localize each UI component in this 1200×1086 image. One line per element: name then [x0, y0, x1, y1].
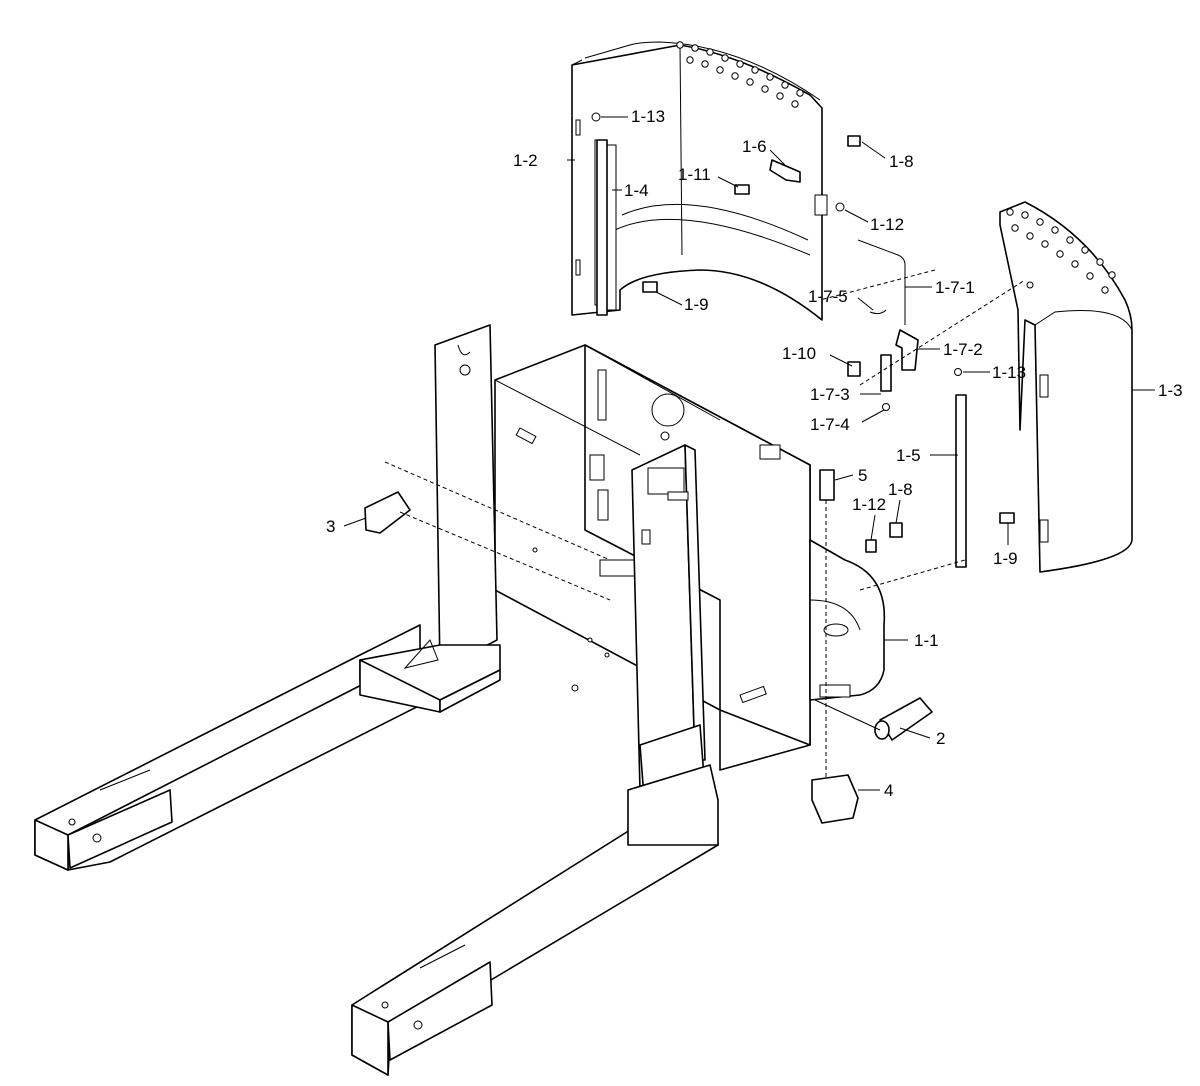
screw-1-8-lower [889, 522, 903, 538]
right-side-cover [999, 201, 1133, 573]
rod-1-7-1 [857, 239, 906, 325]
washer-1-7-4 [882, 403, 890, 411]
callout-1-7-4: 1-7-4 [810, 415, 850, 434]
block-4 [811, 774, 859, 824]
callout-1-13-upper-left: 1-13 [631, 107, 665, 126]
perforation-holes [676, 41, 804, 108]
screw-1-9-left [642, 281, 658, 293]
rail-1-4 [596, 139, 608, 316]
part-3 [364, 491, 411, 534]
callout-1-12-upper: 1-12 [870, 215, 904, 234]
callout-1-10: 1-10 [782, 344, 816, 363]
callout-1-7-2: 1-7-2 [943, 340, 983, 359]
washer-1-13-right [954, 368, 962, 376]
callout-5: 5 [858, 466, 867, 485]
callout-1-5: 1-5 [896, 446, 921, 465]
callout-1-2: 1-2 [513, 151, 538, 170]
nut-1-12-lower [865, 539, 877, 553]
washer-1-13-left [591, 112, 601, 122]
bracket-1-6 [769, 159, 801, 183]
callout-1-7-1: 1-7-1 [935, 278, 975, 297]
small-hardware [364, 112, 1026, 824]
bracket-1-7-2 [895, 329, 919, 371]
callout-1-3: 1-3 [1158, 381, 1183, 400]
callout-1-8-upper: 1-8 [889, 152, 914, 171]
callout-1-11: 1-11 [678, 165, 711, 184]
callout-1-7-3: 1-7-3 [810, 385, 850, 404]
callout-4: 4 [884, 781, 893, 800]
screw-1-9-right [999, 512, 1015, 524]
screw-1-10 [847, 361, 861, 377]
leader-lines [343, 116, 1155, 791]
screw-1-11 [734, 184, 750, 195]
callout-3: 3 [326, 517, 335, 536]
nut-1-12-top [835, 202, 845, 212]
callout-1-1: 1-1 [914, 631, 939, 650]
callout-1-9-right: 1-9 [993, 549, 1018, 568]
rail-1-5 [955, 394, 967, 568]
callout-1-7-5: 1-7-5 [808, 287, 848, 306]
screw-1-8-top [847, 135, 861, 147]
callout-1-4: 1-4 [624, 181, 649, 200]
spring-1-7-3 [880, 354, 892, 392]
right-mast-post [627, 444, 719, 846]
callout-1-9-left: 1-9 [684, 295, 709, 314]
callout-1-8-lower: 1-8 [888, 480, 913, 499]
callout-labels: 1-13 1-2 1-6 1-8 1-11 1-4 1-12 1-9 1-7-1… [326, 107, 1183, 800]
left-fork-leg [34, 624, 471, 871]
callout-1-13-right: 1-13 [992, 363, 1026, 382]
callout-2: 2 [936, 729, 945, 748]
callout-1-6: 1-6 [742, 137, 767, 156]
callout-1-12-lower: 1-12 [852, 495, 886, 514]
perforation-holes [1006, 208, 1116, 294]
pin-1-7-5 [869, 309, 887, 315]
roller-2 [814, 697, 933, 741]
bolt-5 [819, 469, 835, 501]
left-mast-post [359, 324, 501, 713]
